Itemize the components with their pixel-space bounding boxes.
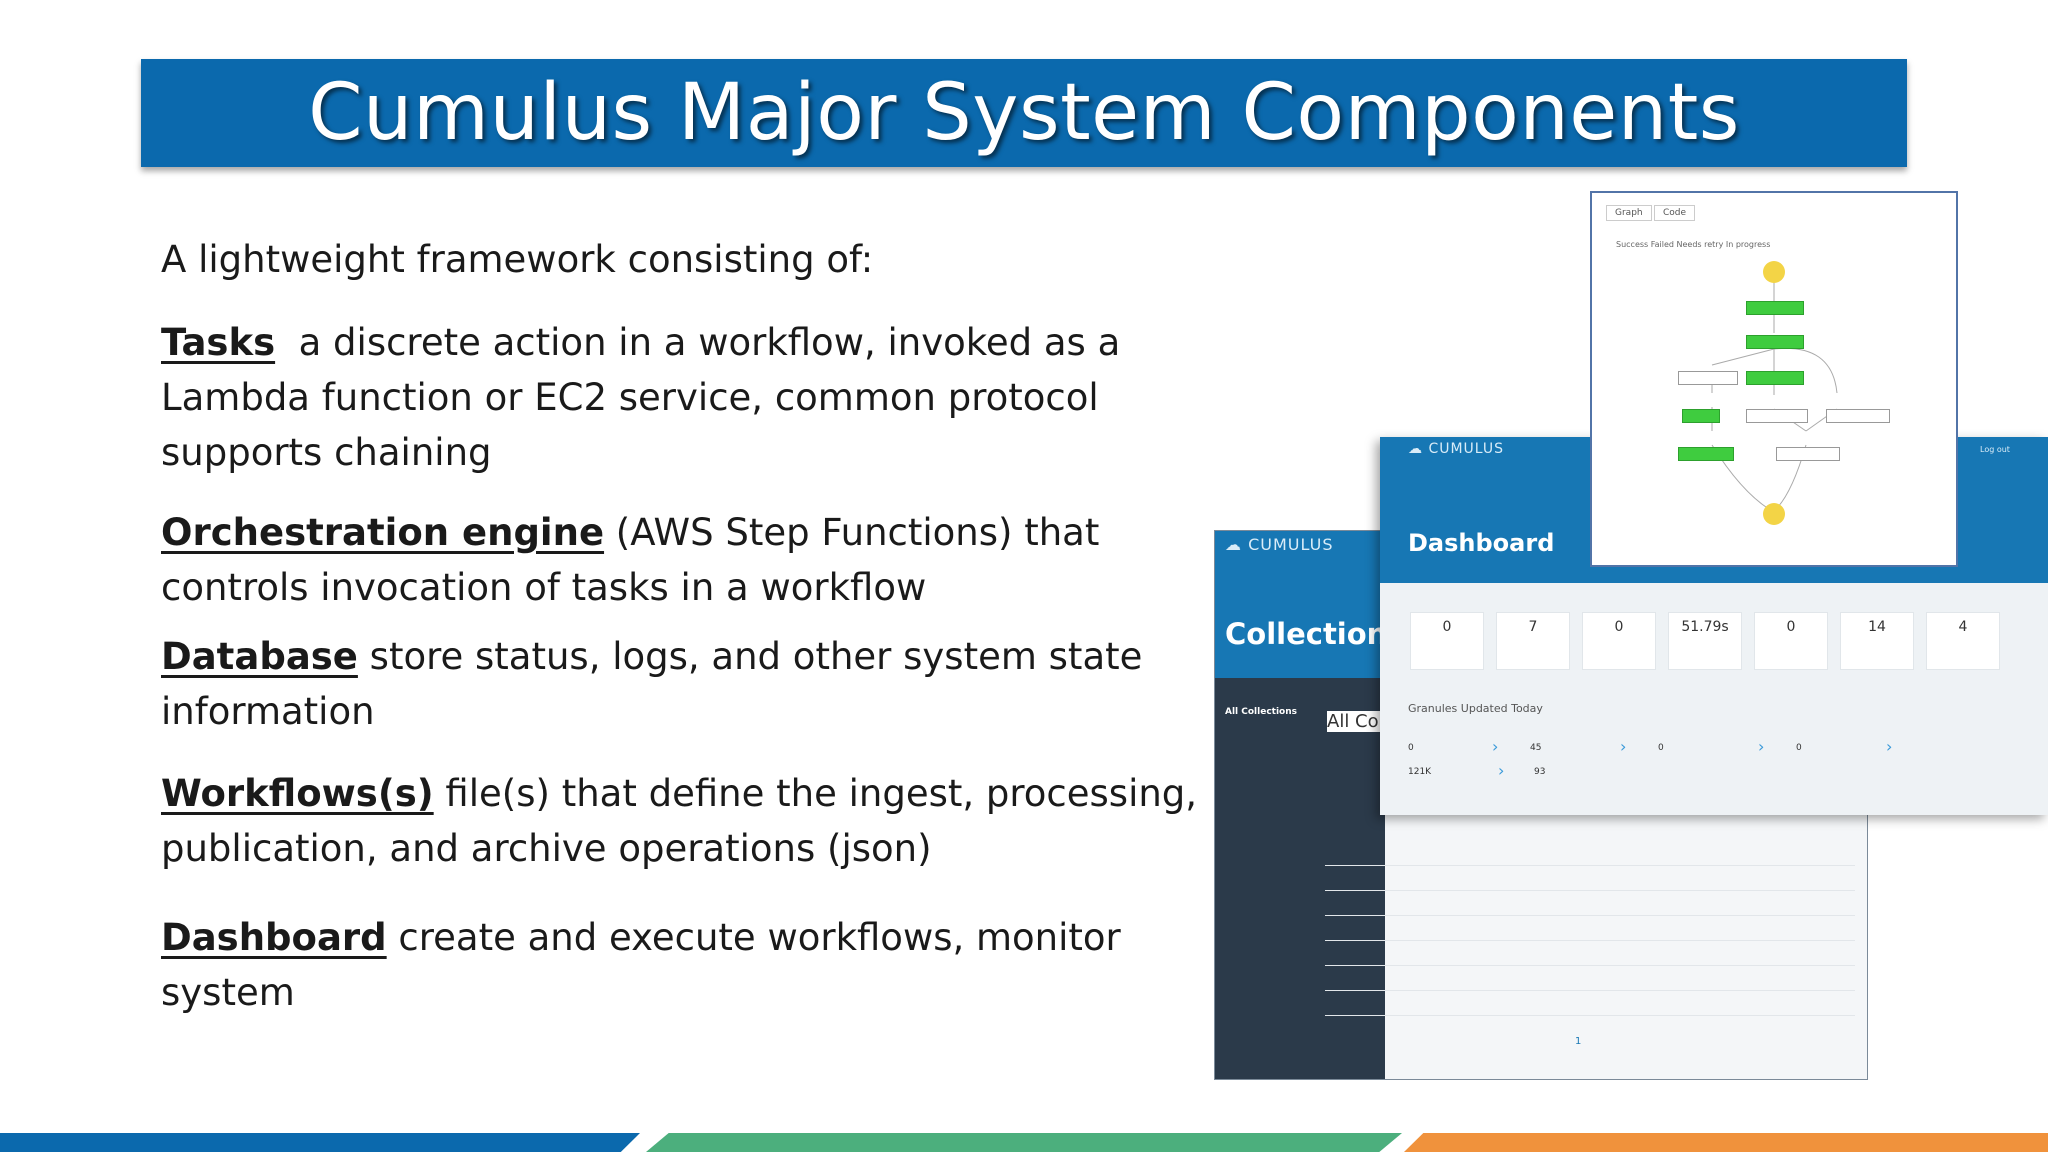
stat-card: 0 (1410, 612, 1484, 670)
table-row (1325, 916, 1855, 941)
granule-value: 0 (1796, 743, 1802, 753)
item-database: Database store status, logs, and other s… (161, 629, 1231, 739)
term-database: Database (161, 635, 358, 678)
table-row (1325, 891, 1855, 916)
collections-logo: ☁ CUMULUS (1225, 535, 1334, 554)
chevron-right-icon: › (1886, 737, 1893, 756)
table-row (1325, 991, 1855, 1016)
collections-title: Collections (1225, 617, 1405, 651)
table-row (1325, 841, 1855, 866)
workflow-start-node (1763, 261, 1785, 283)
table-row (1325, 966, 1855, 991)
tab-code: Code (1654, 205, 1696, 221)
title-bar: Cumulus Major System Components (141, 59, 1907, 167)
term-dashboard: Dashboard (161, 916, 387, 959)
granule-value: 121K (1408, 767, 1432, 777)
item-orchestration: Orchestration engine (AWS Step Functions… (161, 505, 1231, 615)
footer-stripe-blue (0, 1133, 640, 1152)
desc-dashboard: create and execute workflows, monitor sy… (161, 916, 1121, 1014)
stat-card: 7 (1496, 612, 1570, 670)
granule-value: 45 (1530, 743, 1542, 753)
desc-workflows: file(s) that define the ingest, processi… (161, 772, 1198, 870)
graph-legend: Success Failed Needs retry In progress (1616, 240, 1771, 249)
stat-card: 14 (1840, 612, 1914, 670)
term-tasks: Tasks (161, 321, 276, 364)
chevron-right-icon: › (1498, 761, 1505, 780)
chevron-right-icon: › (1758, 737, 1765, 756)
intro-text: A lightweight framework consisting of: (161, 238, 874, 281)
collections-pager: 1 (1575, 1036, 1582, 1047)
item-tasks: Tasks a discrete action in a workflow, i… (161, 315, 1231, 480)
item-dashboard: Dashboard create and execute workflows, … (161, 910, 1231, 1020)
footer-stripe-green (646, 1133, 1402, 1152)
workflow-node (1746, 335, 1804, 349)
chevron-right-icon: › (1620, 737, 1627, 756)
slide-title: Cumulus Major System Components (308, 68, 1740, 158)
footer-stripe-orange (1404, 1133, 2048, 1152)
desc-database: store status, logs, and other system sta… (161, 635, 1143, 733)
desc-orchestration: (AWS Step Functions) that controls invoc… (161, 511, 1100, 609)
logout-link: Log out (1980, 445, 2010, 454)
dashboard-logo: ☁ CUMULUS (1408, 441, 1505, 457)
granules-heading: Granules Updated Today (1408, 702, 1543, 715)
workflow-node (1746, 409, 1808, 423)
workflow-graph-screenshot: Graph Code Success Failed Needs retry In… (1590, 191, 1958, 567)
workflow-node (1678, 447, 1734, 461)
workflow-end-node (1763, 503, 1785, 525)
cloud-icon: ☁ (1225, 535, 1242, 554)
collections-table (1325, 841, 1855, 1016)
stat-card: 0 (1582, 612, 1656, 670)
chevron-right-icon: › (1492, 737, 1499, 756)
item-workflows: Workflows(s) file(s) that define the ing… (161, 766, 1231, 876)
workflow-node (1826, 409, 1890, 423)
workflow-node (1682, 409, 1720, 423)
collections-heading: All Col (1327, 711, 1384, 732)
stat-card: 4 (1926, 612, 2000, 670)
tab-graph: Graph (1606, 205, 1652, 221)
term-workflows: Workflows(s) (161, 772, 434, 815)
collections-sidebar (1215, 678, 1385, 1079)
term-orchestration: Orchestration engine (161, 511, 605, 554)
table-row (1325, 941, 1855, 966)
desc-tasks: a discrete action in a workflow, invoked… (161, 321, 1133, 474)
workflow-node (1746, 371, 1804, 385)
stat-card: 51.79s (1668, 612, 1742, 670)
granule-value: 0 (1658, 743, 1664, 753)
dashboard-title: Dashboard (1408, 529, 1555, 557)
sidebar-item-all-collections: All Collections (1225, 707, 1297, 717)
granule-value: 0 (1408, 743, 1414, 753)
table-row (1325, 866, 1855, 891)
workflow-node (1776, 447, 1840, 461)
granule-value: 93 (1534, 767, 1546, 777)
workflow-node (1678, 371, 1738, 385)
workflow-node (1746, 301, 1804, 315)
stat-card: 0 (1754, 612, 1828, 670)
cloud-icon: ☁ (1408, 441, 1423, 457)
